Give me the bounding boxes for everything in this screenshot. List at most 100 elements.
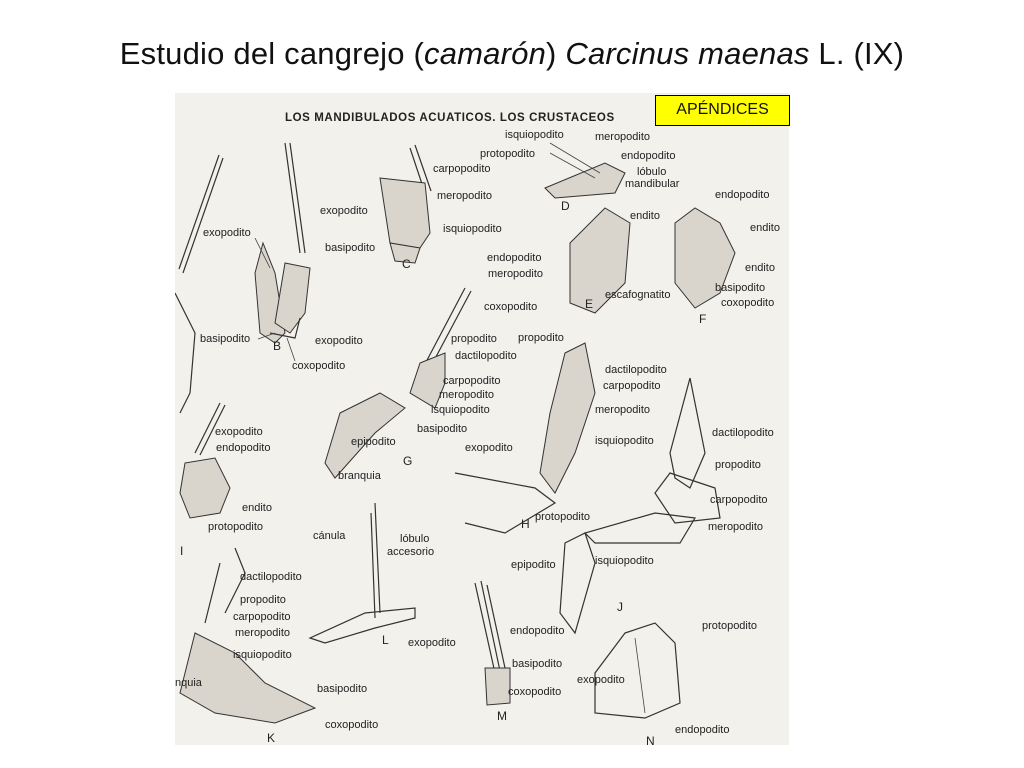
j-carpopodito: carpopodito [710,494,768,506]
d-mandibular: mandibular [625,178,680,190]
letter-m: M [497,709,507,723]
l-lobulo: lóbulo [400,533,429,545]
h-carpopodito: carpopodito [443,375,501,387]
m-exopodito: exopodito [408,637,456,649]
antenna-whip [178,154,224,274]
k-basipodito: basipodito [317,683,367,695]
b-exopodito: exopodito [203,227,251,239]
apendices-badge: APÉNDICES [655,95,790,126]
letter-g: I [180,544,183,558]
slide-title: Estudio del cangrejo (camarón) Carcinus … [0,36,1024,72]
j-isquiopodito: isquiopodito [595,555,654,567]
d-isquiopodito: isquiopodito [505,129,564,141]
j-propodito: propodito [715,459,761,471]
letter-l: L [382,633,389,647]
letter-d: D [561,199,570,213]
e-meropodito: meropodito [488,268,543,280]
f-coxopodito: coxopodito [721,297,774,309]
l-canula: cánula [313,530,346,542]
b-basipodito: basipodito [200,333,250,345]
c-basipodito: basipodito [325,242,375,254]
n-endopodito: endopodito [675,724,729,736]
letter-k: K [267,731,275,745]
k-dactilopodito: dactilopodito [240,571,302,583]
appendage-j [559,377,721,635]
n-exopodito: exopodito [577,674,625,686]
letter-e: E [585,297,593,311]
appendages-figure: LOS MANDIBULADOS ACUATICOS. LOS CRUSTACE… [175,93,789,745]
h-epipodito: epipodito [351,436,396,448]
e-coxopodito: coxopodito [484,301,537,313]
appendage-h [324,287,472,479]
g-endito: endito [242,502,272,514]
h-dactilopodito: dactilopodito [455,350,517,362]
i-propodito: propodito [518,332,564,344]
appendages-drawing: LOS MANDIBULADOS ACUATICOS. LOS CRUSTACE… [175,112,780,745]
f-endopodito: endopodito [715,189,769,201]
title-italic-species: Carcinus maenas [565,36,810,71]
appendage-f [674,207,736,309]
c-exopodito: exopodito [320,205,368,217]
f-escafognatito: escafognatito [605,289,670,301]
k-isquiopodito: isquiopodito [233,649,292,661]
i-meropodito: meropodito [595,404,650,416]
g-protopodito: protopodito [208,521,263,533]
letter-n: N [646,734,655,745]
appendage-i [454,342,596,534]
j-epipodito: epipodito [511,559,556,571]
c-meropodito: meropodito [437,190,492,202]
appendage-g [179,402,231,519]
i-protopodito: protopodito [535,511,590,523]
appendage-c [379,144,432,264]
b-coxopodito: coxopodito [292,360,345,372]
letter-j: J [617,600,623,614]
letter-b: B [273,339,281,353]
f-basipodito: basipodito [715,282,765,294]
f-endito-1: endito [750,222,780,234]
m-basipodito: basipodito [512,658,562,670]
appendage-b [175,142,311,414]
h-branquia: branquia [338,470,382,482]
appendage-m [474,580,511,706]
letter-c: C [402,257,411,271]
k-propodito: propodito [240,594,286,606]
l-accesorio: accesorio [387,546,434,558]
m-endopodito: endopodito [510,625,564,637]
appendage-d [544,162,626,199]
i-dactilopodito: dactilopodito [605,364,667,376]
g-endopodito: endopodito [216,442,270,454]
c-carpopodito: carpopodito [433,163,491,175]
figure-header: LOS MANDIBULADOS ACUATICOS. LOS CRUSTACE… [285,112,615,124]
h-meropodito: meropodito [439,389,494,401]
k-coxopodito: coxopodito [325,719,378,731]
i-isquiopodito: isquiopodito [595,435,654,447]
letter-h: G [403,454,412,468]
g-exopodito: exopodito [215,426,263,438]
letter-f: F [699,312,706,326]
letter-i: H [521,517,530,531]
d-meropodito: meropodito [595,131,650,143]
appendage-k [179,547,317,724]
title-suffix: L. (IX) [809,36,905,71]
j-dactilopodito: dactilopodito [712,427,774,439]
title-middle: ) [546,36,566,71]
e-endito: endito [630,210,660,222]
title-italic-camaron: camarón [424,36,547,71]
i-carpopodito: carpopodito [603,380,661,392]
appendage-l [308,502,416,644]
k-branquia-partial: nquia [175,677,203,689]
h-exopodito: exopodito [315,335,363,347]
c-isquiopodito: isquiopodito [443,223,502,235]
k-meropodito: meropodito [235,627,290,639]
h-isquiopodito: isquiopodito [431,404,490,416]
d-lobulo: lóbulo [637,166,666,178]
h-propodito: propodito [451,333,497,345]
e-endopodito: endopodito [487,252,541,264]
i-exopodito: exopodito [465,442,513,454]
d-protopodito: protopodito [480,148,535,160]
n-protopodito: protopodito [702,620,757,632]
appendage-e [569,207,631,314]
k-carpopodito: carpopodito [233,611,291,623]
j-meropodito: meropodito [708,521,763,533]
d-endopodito: endopodito [621,150,675,162]
